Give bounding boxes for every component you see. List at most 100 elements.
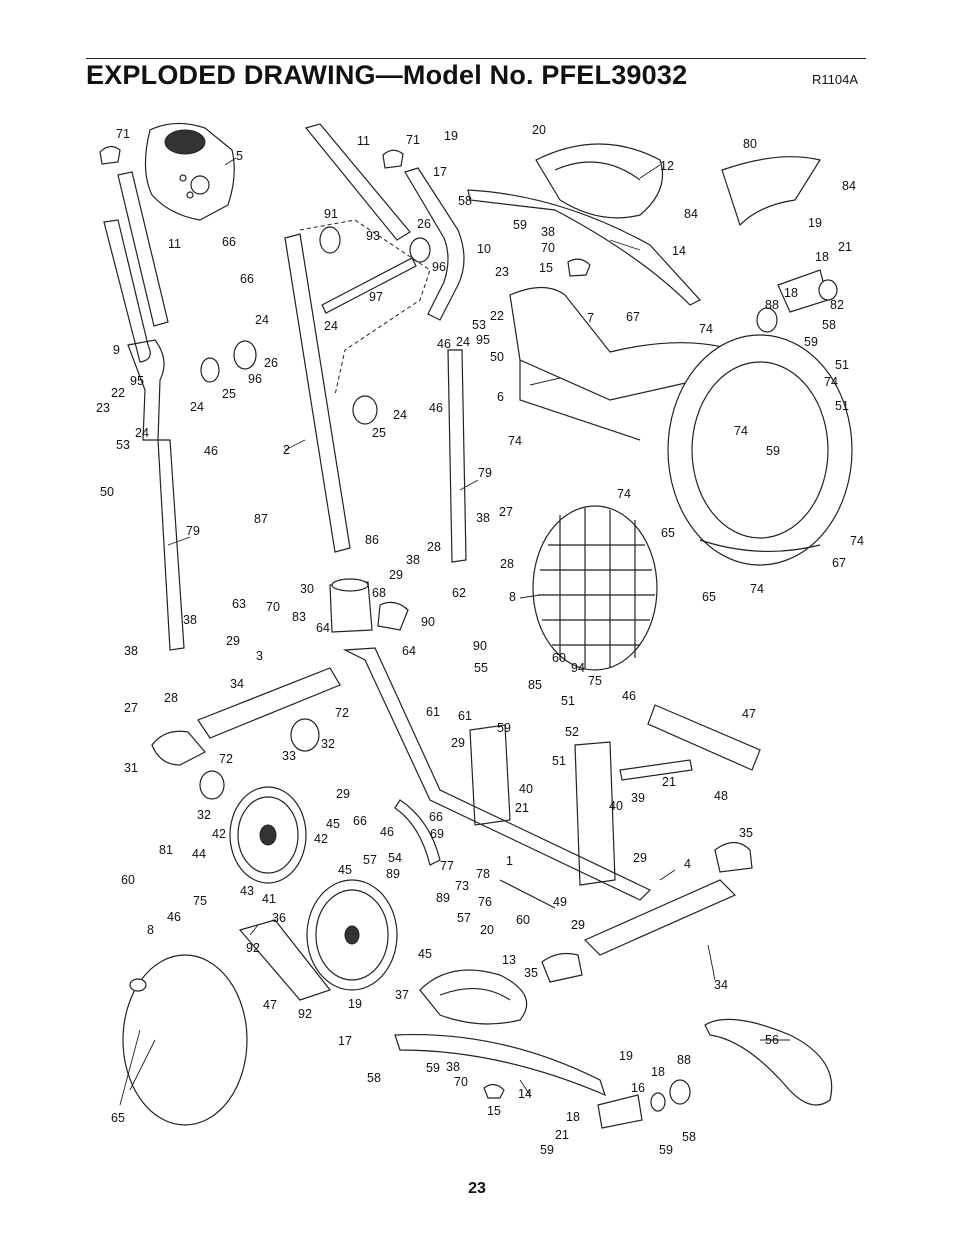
main-frame [329,578,652,901]
part-label: 78 [476,867,490,881]
part-label: 1 [506,854,513,868]
part-label: 74 [824,375,838,389]
part-label: 34 [714,978,728,992]
part-label: 66 [240,272,254,286]
part-label: 66 [353,814,367,828]
part-label: 97 [369,290,383,304]
part-label: 90 [421,615,435,629]
part-label: 8 [147,923,154,937]
part-label: 26 [417,217,431,231]
part-label: 21 [515,801,529,815]
part-label: 50 [490,350,504,364]
part-label: 38 [406,553,420,567]
part-label: 59 [659,1143,673,1157]
part-label: 44 [192,847,206,861]
part-label: 24 [255,313,269,327]
part-label: 72 [219,752,233,766]
rear-stabilizer [541,841,753,983]
part-label: 84 [684,207,698,221]
part-label: 59 [513,218,527,232]
part-label: 53 [472,318,486,332]
part-label: 67 [832,556,846,570]
part-label: 79 [186,524,200,538]
part-label: 22 [111,386,125,400]
part-label: 54 [388,851,402,865]
part-label: 7 [587,311,594,325]
header-rule [86,58,866,59]
part-label: 60 [516,913,530,927]
part-label: 66 [222,235,236,249]
part-label: 74 [617,487,631,501]
part-label: 15 [539,261,553,275]
part-label: 29 [389,568,403,582]
part-label: 53 [116,438,130,452]
part-label: 60 [552,651,566,665]
part-label: 58 [458,194,472,208]
part-label: 28 [427,540,441,554]
part-label: 72 [335,706,349,720]
part-label: 2 [283,443,290,457]
part-label: 92 [298,1007,312,1021]
part-label: 6 [497,390,504,404]
part-label: 10 [477,242,491,256]
part-label: 35 [524,966,538,980]
part-label: 40 [609,799,623,813]
part-label: 24 [324,319,338,333]
part-label: 96 [432,260,446,274]
part-label: 84 [842,179,856,193]
part-label: 26 [264,356,278,370]
front-stabilizer [151,667,341,800]
rear-bracket [756,269,838,333]
part-label: 55 [474,661,488,675]
part-label: 74 [508,434,522,448]
part-label: 18 [784,286,798,300]
part-label: 74 [750,582,764,596]
part-label: 66 [429,810,443,824]
part-label: 83 [292,610,306,624]
part-label: 46 [429,401,443,415]
part-label: 75 [193,894,207,908]
part-label: 61 [426,705,440,719]
part-label: 47 [742,707,756,721]
leader-lines [119,157,790,1106]
shroud-part [509,286,853,566]
part-label: 13 [502,953,516,967]
part-label: 38 [124,644,138,658]
part-label: 36 [272,911,286,925]
part-label: 33 [282,749,296,763]
part-label: 57 [457,911,471,925]
crank-frame [469,704,761,886]
upper-handlebar-left [103,171,169,441]
cap-part [99,145,404,169]
part-label: 16 [631,1081,645,1095]
part-label: 3 [256,649,263,663]
part-label: 69 [430,827,444,841]
part-label: 46 [622,689,636,703]
part-number-labels: 71 5 66 66 11 11 71 19 20 17 12 80 84 84… [96,123,864,1157]
part-label: 43 [240,884,254,898]
part-label: 30 [300,582,314,596]
part-label: 24 [135,426,149,440]
part-label: 79 [478,466,492,480]
part-label: 50 [100,485,114,499]
part-label: 89 [436,891,450,905]
part-label: 71 [406,133,420,147]
part-label: 38 [446,1060,460,1074]
part-label: 74 [850,534,864,548]
part-label: 15 [487,1104,501,1118]
part-label: 34 [230,677,244,691]
part-label: 59 [766,444,780,458]
part-label: 35 [739,826,753,840]
part-label: 80 [743,137,757,151]
part-label: 74 [734,424,748,438]
part-label: 24 [190,400,204,414]
part-label: 51 [552,754,566,768]
part-label: 67 [626,310,640,324]
page-number: 23 [468,1180,486,1197]
part-label: 21 [838,240,852,254]
part-label: 17 [433,165,447,179]
part-label: 86 [365,533,379,547]
part-label: 65 [702,590,716,604]
part-label: 64 [402,644,416,658]
part-label: 20 [532,123,546,137]
